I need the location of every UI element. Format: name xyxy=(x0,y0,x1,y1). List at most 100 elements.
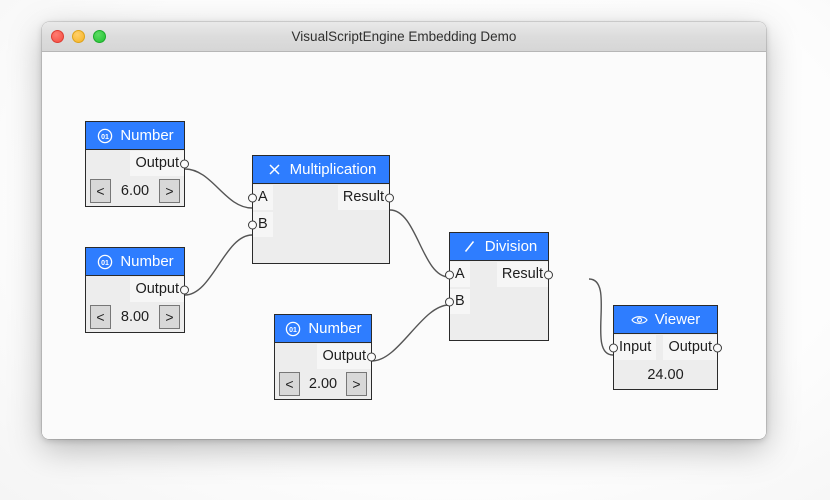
node-body: Output < 6.00 > xyxy=(86,150,189,206)
edge-number2-to-multiplication xyxy=(184,234,253,296)
decrement-button[interactable]: < xyxy=(90,179,111,203)
divide-slash-icon xyxy=(461,238,478,255)
viewer-value: 24.00 xyxy=(647,367,684,383)
node-header[interactable]: 01 Number xyxy=(86,248,184,276)
edge-multiplication-to-division xyxy=(389,209,450,278)
slot-row-b: B xyxy=(445,288,548,315)
node-title: Viewer xyxy=(654,311,701,328)
edge-number3-to-division xyxy=(371,304,450,362)
node-body: A Result B xyxy=(248,184,394,263)
node-body: Output < 8.00 > xyxy=(86,276,189,332)
node-title: Division xyxy=(484,238,538,255)
output-port[interactable] xyxy=(180,285,189,294)
svg-text:01: 01 xyxy=(101,259,109,266)
stepper-value: 6.00 xyxy=(120,183,150,199)
output-port[interactable] xyxy=(544,270,553,279)
number-badge-icon: 01 xyxy=(284,320,301,337)
output-slot[interactable]: Output xyxy=(663,335,722,360)
output-slot-label: Output xyxy=(322,348,366,364)
stepper-value: 8.00 xyxy=(120,309,150,325)
input-slot-label: B xyxy=(455,293,465,309)
number-badge-icon: 01 xyxy=(96,253,113,270)
input-port[interactable] xyxy=(609,343,618,352)
window-titlebar[interactable]: VisualScriptEngine Embedding Demo xyxy=(42,22,766,52)
node-body: Output < 2.00 > xyxy=(275,343,376,399)
output-slot-label: Result xyxy=(501,266,543,282)
window-title: VisualScriptEngine Embedding Demo xyxy=(291,29,517,44)
node-header[interactable]: 01 Number xyxy=(86,122,184,150)
input-slot-label: A xyxy=(455,266,465,282)
input-slot-label: B xyxy=(258,216,268,232)
output-slot[interactable]: Output xyxy=(130,277,189,302)
slot-row-a-result: A Result xyxy=(248,184,394,211)
eye-icon xyxy=(630,311,648,328)
output-slot-row: Output xyxy=(275,343,376,370)
node-header[interactable]: Multiplication xyxy=(253,156,389,184)
value-stepper[interactable]: < 6.00 > xyxy=(86,177,184,206)
node-number-3[interactable]: 01 Number Output < 2.00 xyxy=(274,314,376,400)
input-port[interactable] xyxy=(445,297,454,306)
window-controls xyxy=(51,30,106,43)
node-title: Number xyxy=(120,253,174,270)
slot-row-a-result: A Result xyxy=(445,261,553,288)
close-window-button[interactable] xyxy=(51,30,64,43)
maximize-window-button[interactable] xyxy=(93,30,106,43)
input-slot-b[interactable]: B xyxy=(248,212,273,237)
value-stepper[interactable]: < 8.00 > xyxy=(86,303,184,332)
stepper-value: 2.00 xyxy=(308,376,338,392)
input-port[interactable] xyxy=(445,270,454,279)
node-body: Input Output 24.00 xyxy=(609,334,722,389)
node-header[interactable]: Viewer xyxy=(614,306,717,334)
output-slot-row: Output xyxy=(86,150,189,177)
number-badge-icon: 01 xyxy=(96,127,113,144)
node-title: Number xyxy=(308,320,362,337)
input-slot-label: A xyxy=(258,189,268,205)
input-slot-a[interactable]: A xyxy=(248,185,273,210)
input-slot-label: Input xyxy=(619,339,652,355)
application-window: VisualScriptEngine Embedding Demo xyxy=(42,22,766,439)
output-slot-row: Output xyxy=(86,276,189,303)
input-slot[interactable]: Input xyxy=(609,335,657,360)
node-header[interactable]: Division xyxy=(450,233,548,261)
output-slot-label: Result xyxy=(342,189,384,205)
node-filler xyxy=(253,238,389,263)
output-slot[interactable]: Output xyxy=(130,151,189,176)
node-title: Number xyxy=(120,127,174,144)
node-viewer[interactable]: Viewer Input Output 24.00 xyxy=(609,305,722,390)
output-port[interactable] xyxy=(180,159,189,168)
output-slot[interactable]: Output xyxy=(317,344,376,369)
output-port[interactable] xyxy=(385,193,394,202)
node-division[interactable]: Division A Result xyxy=(445,232,553,341)
increment-button[interactable]: > xyxy=(159,179,180,203)
node-number-2[interactable]: 01 Number Output < 8.00 xyxy=(85,247,189,333)
increment-button[interactable]: > xyxy=(159,305,180,329)
minimize-window-button[interactable] xyxy=(72,30,85,43)
node-header[interactable]: 01 Number xyxy=(275,315,371,343)
input-port[interactable] xyxy=(248,193,257,202)
node-filler xyxy=(450,315,548,340)
input-slot-b[interactable]: B xyxy=(445,289,470,314)
value-stepper[interactable]: < 2.00 > xyxy=(275,370,371,399)
slot-row-input-output: Input Output xyxy=(609,334,722,361)
node-graph-canvas[interactable]: 01 Number Output < 6.00 xyxy=(42,52,766,439)
output-slot-label: Output xyxy=(135,281,179,297)
slot-row-b: B xyxy=(248,211,389,238)
svg-text:01: 01 xyxy=(101,133,109,140)
node-multiplication[interactable]: Multiplication A Result xyxy=(248,155,394,264)
output-port[interactable] xyxy=(367,352,376,361)
increment-button[interactable]: > xyxy=(346,372,367,396)
input-slot-a[interactable]: A xyxy=(445,262,470,287)
output-slot-label: Output xyxy=(668,339,712,355)
output-port[interactable] xyxy=(713,343,722,352)
output-slot-result[interactable]: Result xyxy=(496,262,553,287)
node-title: Multiplication xyxy=(289,161,377,178)
output-slot-result[interactable]: Result xyxy=(337,185,394,210)
decrement-button[interactable]: < xyxy=(90,305,111,329)
node-body: A Result B xyxy=(445,261,553,340)
input-port[interactable] xyxy=(248,220,257,229)
node-number-1[interactable]: 01 Number Output < 6.00 xyxy=(85,121,189,207)
decrement-button[interactable]: < xyxy=(279,372,300,396)
edge-number1-to-multiplication xyxy=(184,168,253,209)
svg-text:01: 01 xyxy=(289,326,297,333)
